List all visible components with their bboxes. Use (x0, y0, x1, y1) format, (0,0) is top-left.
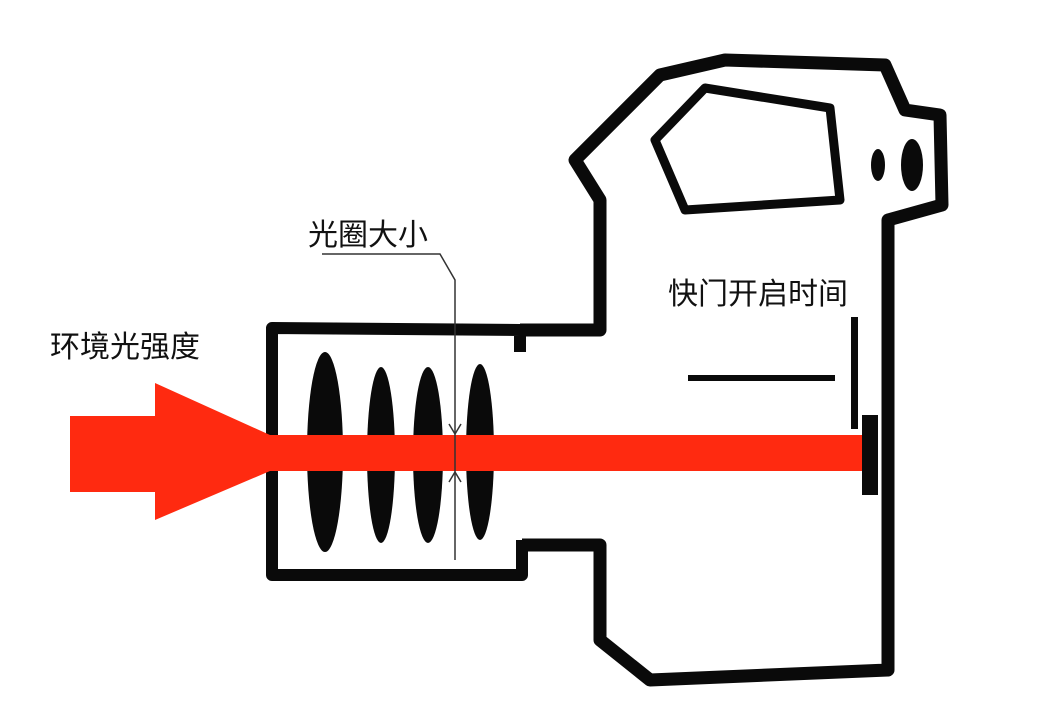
ambient-light-label: 环境光强度 (50, 330, 200, 365)
sensor-plate (862, 415, 878, 495)
light-beam (70, 383, 862, 520)
viewfinder-prism (650, 83, 845, 215)
aperture-callout-leader (322, 253, 456, 560)
eyepiece-outer (901, 139, 923, 191)
aperture-label: 光圈大小 (308, 218, 428, 253)
aperture-arrow-top (448, 423, 462, 436)
camera-body-outline (520, 53, 949, 687)
shutter-blade-upper (851, 317, 858, 429)
eyepiece-inner (871, 149, 885, 181)
aperture-arrow-bottom (448, 470, 462, 483)
shutter-time-label: 快门开启时间 (668, 277, 848, 312)
